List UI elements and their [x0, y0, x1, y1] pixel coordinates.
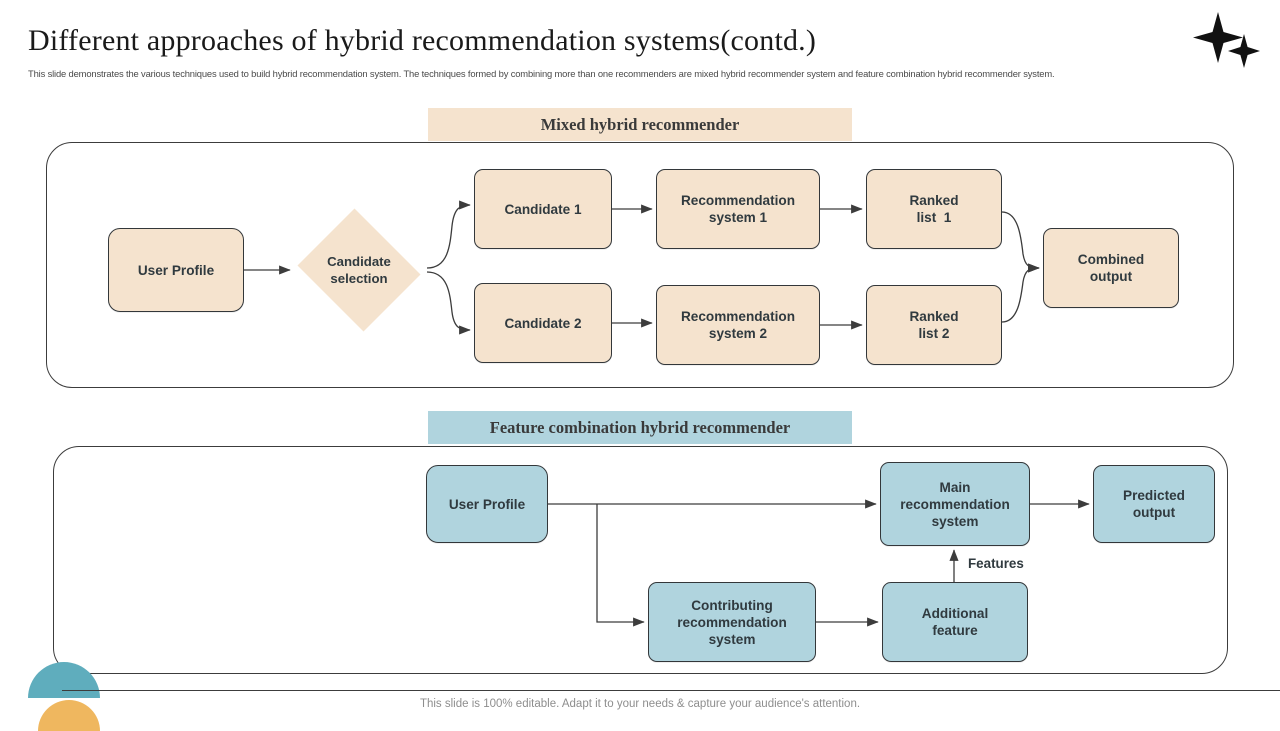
- footer-divider: [62, 690, 1280, 691]
- footer-note: This slide is 100% editable. Adapt it to…: [419, 698, 861, 710]
- section-band-mixed-label: Mixed hybrid recommender: [540, 114, 740, 134]
- page-title: Different approaches of hybrid recommend…: [28, 24, 817, 57]
- candidate-selection-line1: Candidate: [327, 254, 391, 269]
- panel-feature-combination: [53, 446, 1228, 674]
- node-user-profile-label: User Profile: [137, 262, 215, 278]
- node-candidate-1-label: Candidate 1: [504, 201, 582, 217]
- node-user-profile-2-label: User Profile: [448, 496, 526, 512]
- page-subtitle: This slide demonstrates the various tech…: [28, 68, 1055, 79]
- node-candidate-selection-label: Candidate selection: [327, 253, 391, 287]
- node-candidate-1[interactable]: Candidate 1: [474, 169, 612, 249]
- node-candidate-selection[interactable]: Candidate selection: [293, 208, 425, 332]
- candidate-selection-line2: selection: [330, 271, 388, 286]
- node-user-profile-2[interactable]: User Profile: [426, 465, 548, 543]
- sparkle-icon: [1193, 12, 1260, 68]
- node-candidate-2[interactable]: Candidate 2: [474, 283, 612, 363]
- section-band-feature-label: Feature combination hybrid recommender: [489, 417, 791, 437]
- node-candidate-2-label: Candidate 2: [504, 315, 582, 331]
- node-user-profile[interactable]: User Profile: [108, 228, 244, 312]
- section-band-mixed: Mixed hybrid recommender: [428, 108, 852, 141]
- edge-label-features: Features: [968, 556, 1024, 571]
- section-band-feature: Feature combination hybrid recommender: [428, 411, 852, 444]
